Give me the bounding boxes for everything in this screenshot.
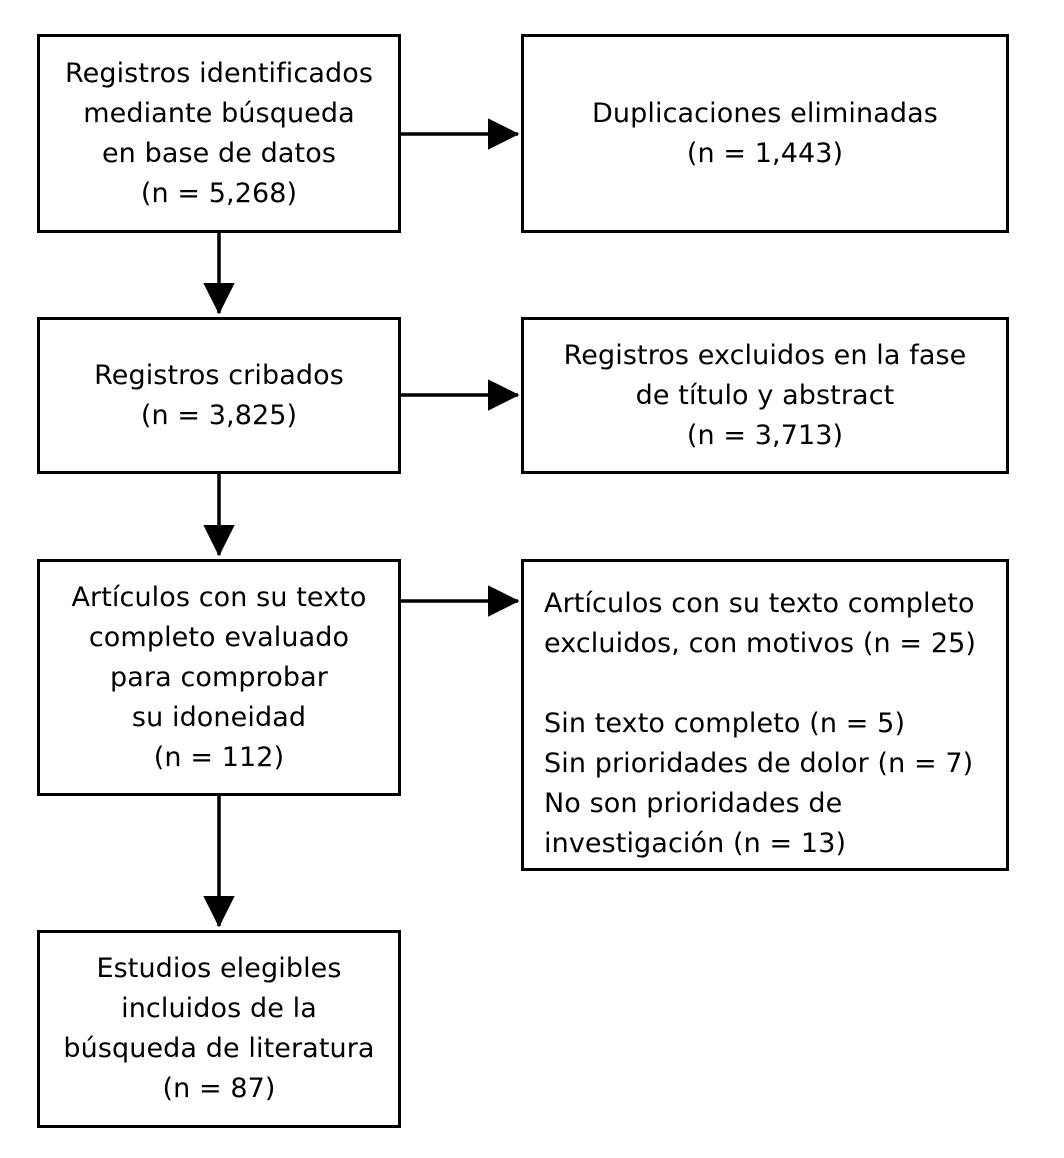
node-duplicates-removed: Duplicaciones eliminadas (n = 1,443) [521, 34, 1009, 233]
node-fulltext-assessed: Artículos con su texto completo evaluado… [37, 559, 401, 796]
node-studies-included: Estudios elegibles incluidos de la búsqu… [37, 930, 401, 1128]
node-records-screened-text: Registros cribados (n = 3,825) [94, 359, 344, 431]
node-records-excluded-title-abstract: Registros excluidos en la fase de título… [521, 317, 1009, 474]
node-duplicates-removed-text: Duplicaciones eliminadas (n = 1,443) [592, 97, 938, 169]
node-fulltext-assessed-text: Artículos con su texto completo evaluado… [71, 581, 367, 773]
node-studies-included-text: Estudios elegibles incluidos de la búsqu… [63, 953, 375, 1104]
node-records-identified: Registros identificados mediante búsqued… [37, 34, 401, 233]
node-fulltext-excluded-with-reasons-text: Artículos con su texto completo excluido… [544, 588, 977, 859]
node-records-identified-text: Registros identificados mediante búsqued… [64, 57, 373, 209]
node-records-screened: Registros cribados (n = 3,825) [37, 317, 401, 474]
node-records-excluded-title-abstract-text: Registros excluidos en la fase de título… [563, 339, 967, 451]
node-fulltext-excluded-with-reasons: Artículos con su texto completo excluido… [521, 559, 1009, 871]
